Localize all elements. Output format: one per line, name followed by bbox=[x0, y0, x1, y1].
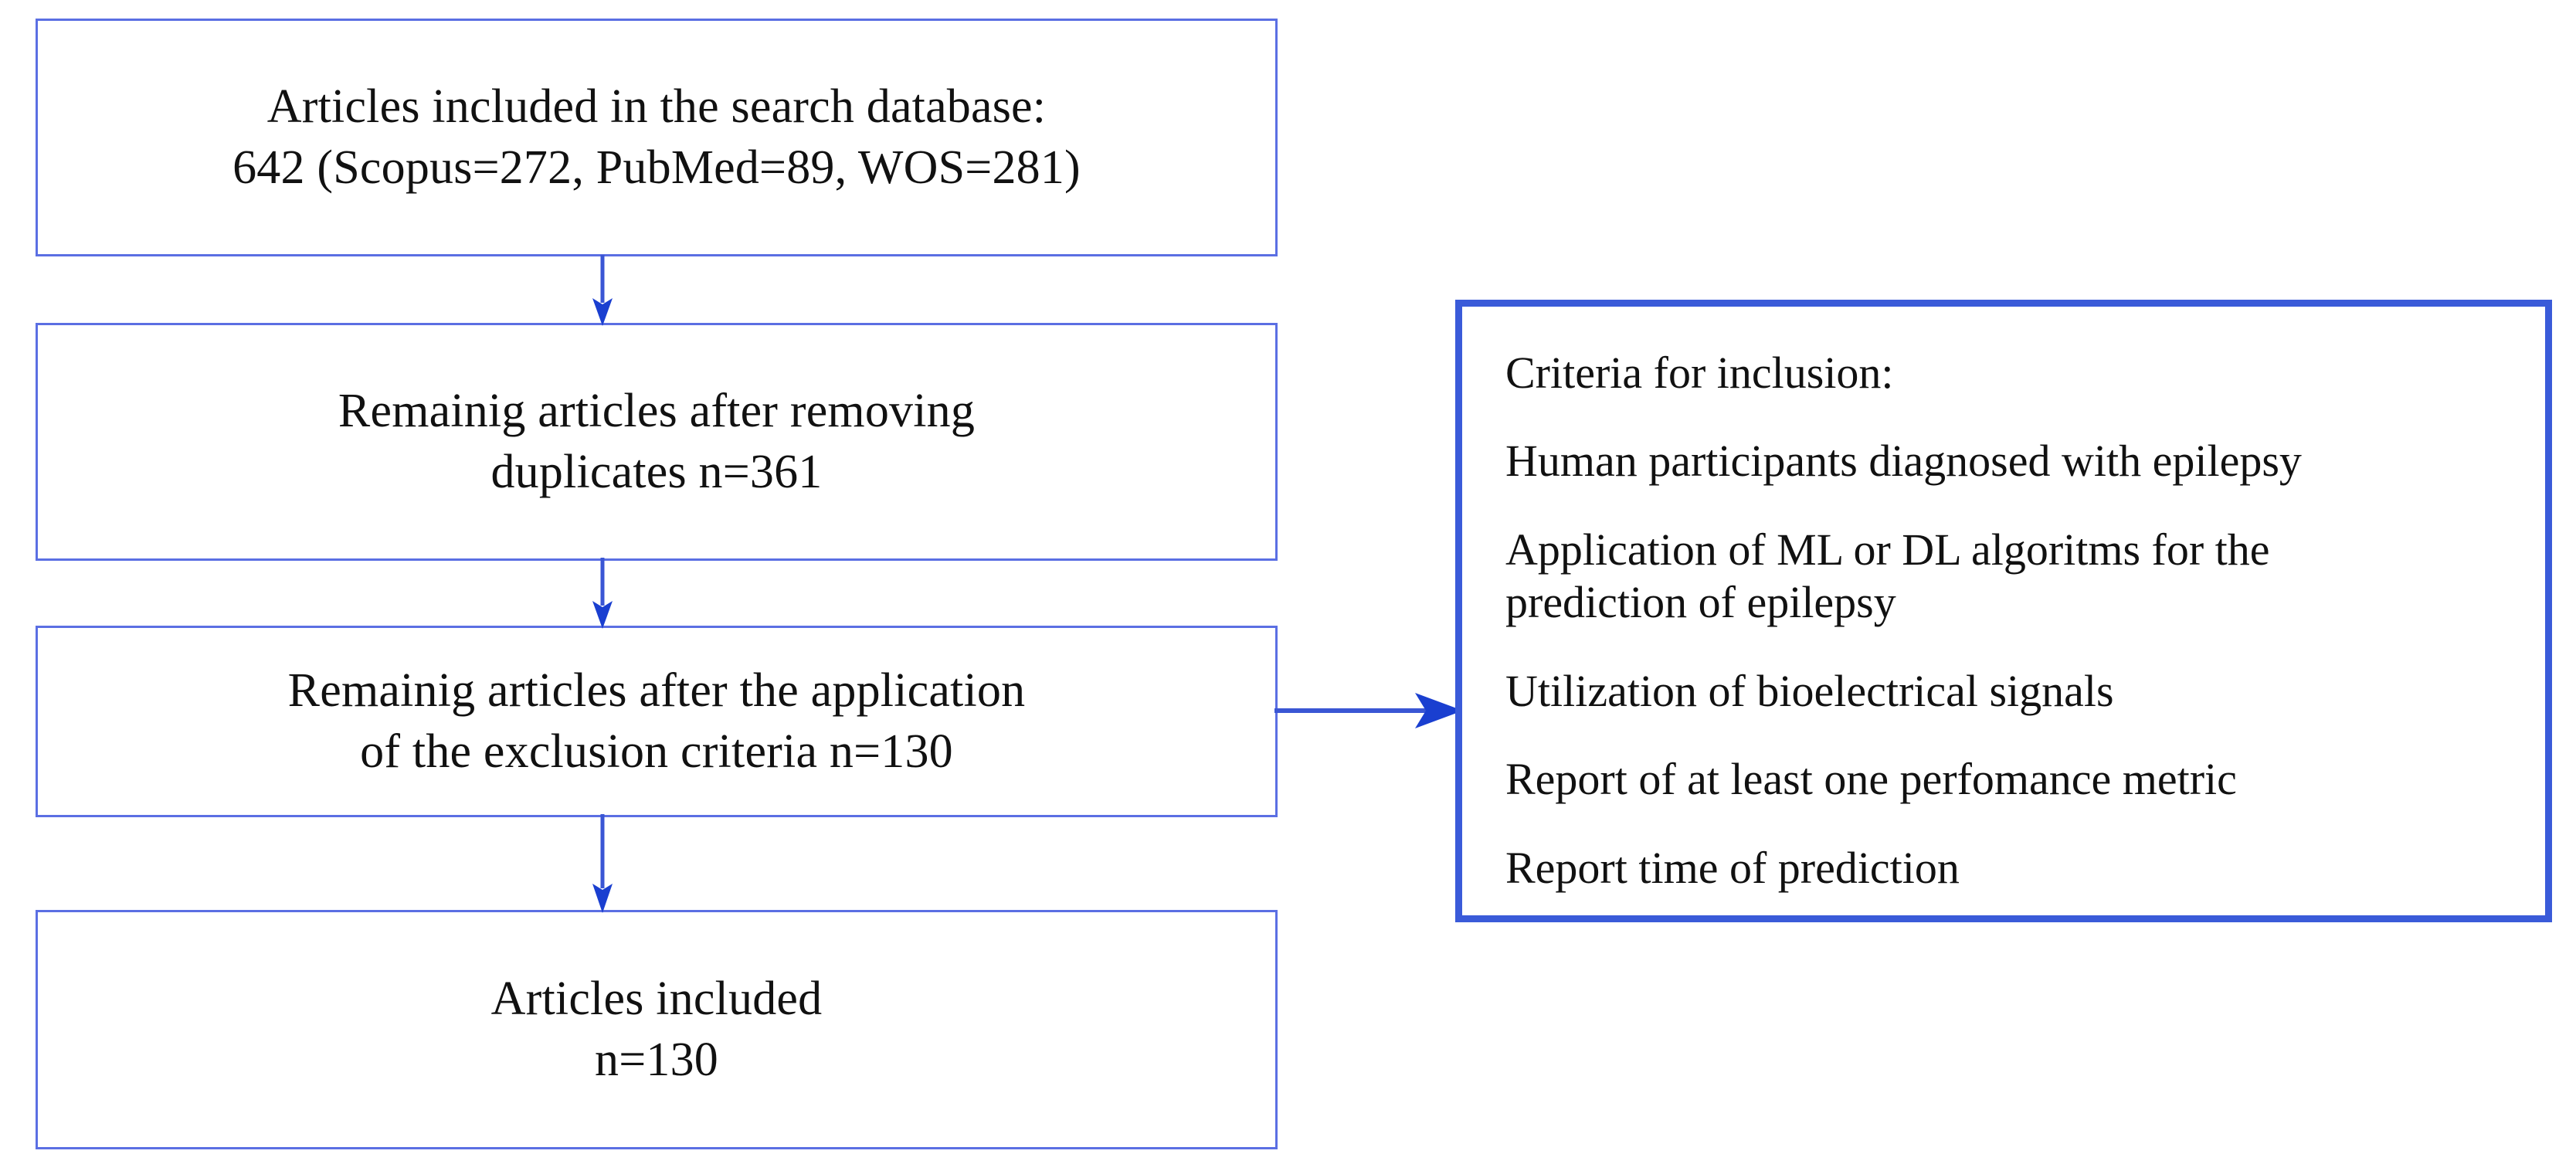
criteria-item-performance-metric: Report of at least one perfomance metric bbox=[1505, 754, 2237, 805]
criteria-item-human-participants: Human participants diagnosed with epilep… bbox=[1505, 436, 2302, 487]
flow-box-after-exclusion: Remainig articles after the application … bbox=[36, 626, 1278, 817]
arrow-down-search-to-duplicates-icon bbox=[592, 255, 613, 326]
flow-box-articles-included: Articles included n=130 bbox=[36, 910, 1278, 1149]
flow-box-search-database: Articles included in the search database… bbox=[36, 19, 1278, 256]
flow-box-search-database-text: Articles included in the search database… bbox=[232, 80, 1081, 194]
arrow-right-exclusion-to-criteria-icon bbox=[1274, 693, 1463, 728]
criteria-heading: Criteria for inclusion: bbox=[1505, 348, 1894, 398]
criteria-item-bioelectrical-signals: Utilization of bioelectrical signals bbox=[1505, 665, 2114, 716]
arrow-down-duplicates-to-exclusion-icon bbox=[592, 558, 613, 629]
flow-box-after-duplicates-text: Remainig articles after removing duplica… bbox=[338, 384, 976, 498]
flow-box-articles-included-text: Articles included n=130 bbox=[490, 972, 823, 1086]
flow-box-after-exclusion-text: Remainig articles after the application … bbox=[287, 664, 1026, 778]
criteria-for-inclusion-panel: Criteria for inclusion: Human participan… bbox=[1455, 300, 2552, 922]
arrow-down-exclusion-to-included-icon bbox=[592, 814, 613, 913]
criteria-item-ml-dl-algorithms: Application of ML or DL algoritms for th… bbox=[1505, 524, 2270, 628]
flow-box-after-duplicates: Remainig articles after removing duplica… bbox=[36, 323, 1278, 561]
criteria-item-time-of-prediction: Report time of prediction bbox=[1505, 842, 1960, 893]
